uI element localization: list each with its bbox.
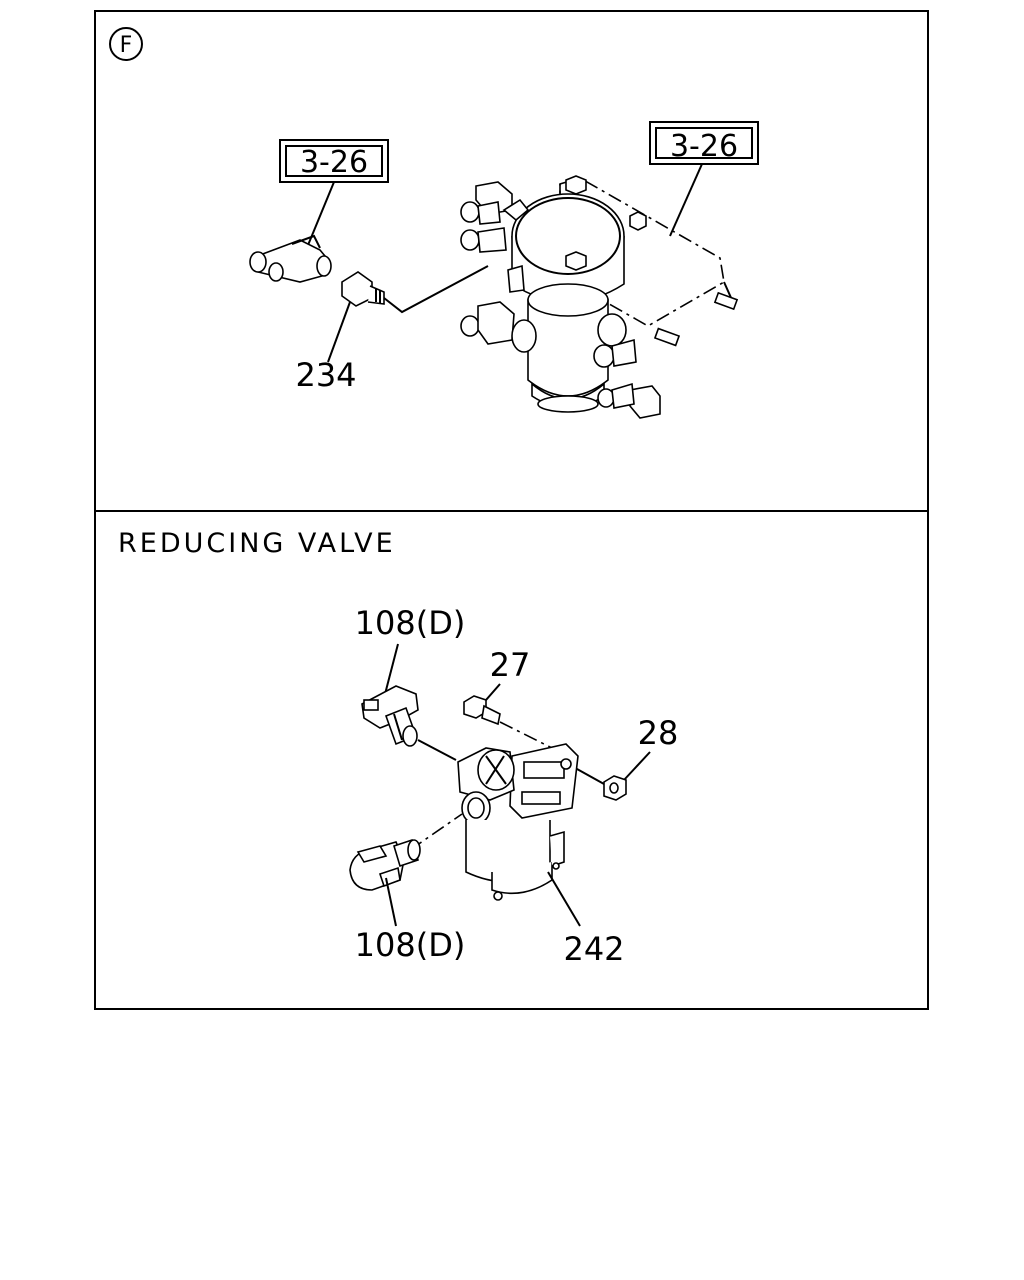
section-marker: F bbox=[109, 27, 143, 61]
elbow-fitting-bottom bbox=[349, 838, 421, 891]
svg-text:3-26: 3-26 bbox=[670, 129, 738, 164]
callout-108-bottom[interactable]: 108(D) bbox=[355, 926, 466, 964]
callout-27[interactable]: 27 bbox=[490, 646, 531, 684]
bottom-panel-frame bbox=[94, 510, 929, 1010]
svg-text:3-26: 3-26 bbox=[300, 145, 368, 180]
callout-28[interactable]: 28 bbox=[638, 714, 679, 752]
svg-text:234: 234 bbox=[295, 356, 356, 394]
fitting-234 bbox=[341, 271, 385, 307]
section-title: REDUCING VALVE bbox=[118, 528, 396, 559]
callout-242[interactable]: 242 bbox=[563, 930, 624, 968]
nut-28 bbox=[603, 775, 627, 801]
brake-valve-assembly bbox=[460, 175, 739, 419]
ref-box-right[interactable]: 3-26 bbox=[649, 121, 759, 165]
callout-108-top[interactable]: 108(D) bbox=[355, 604, 466, 642]
ref-box-left[interactable]: 3-26 bbox=[279, 139, 389, 183]
elbow-fitting-top bbox=[361, 685, 419, 747]
reducing-valve-242 bbox=[457, 743, 579, 901]
bolt-27 bbox=[463, 695, 501, 726]
svg-text:F: F bbox=[120, 33, 133, 58]
tee-fitting bbox=[249, 234, 332, 283]
